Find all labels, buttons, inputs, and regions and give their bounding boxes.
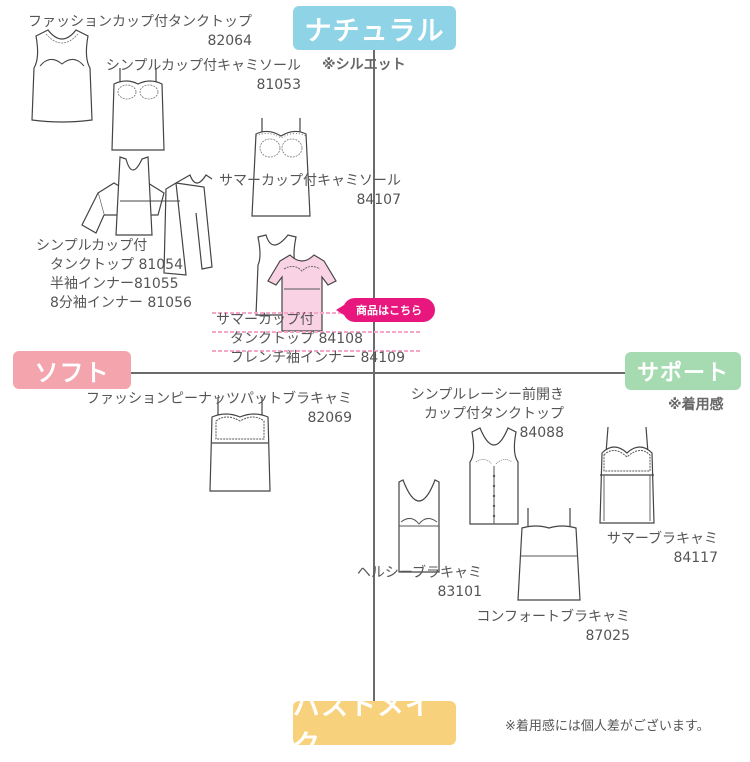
- product-line: 8分袖インナー 81056: [50, 295, 192, 311]
- product-code: 83101: [437, 584, 482, 600]
- garment-87025-image: [516, 506, 582, 602]
- product-line: フレンチ袖インナー 84109: [230, 350, 405, 366]
- product-name: ヘルシーブラキャミ: [356, 565, 482, 581]
- axis-note-fit: ※着用感: [668, 397, 724, 413]
- axis-label-natural: ナチュラル: [293, 6, 456, 50]
- product-code: 84117: [673, 550, 718, 566]
- vertical-axis: [373, 36, 375, 716]
- product-label-84107[interactable]: サマーカップ付キャミソール 84107: [219, 172, 401, 210]
- garment-82064-image: [30, 28, 94, 124]
- product-line: タンクトップ 84108: [230, 331, 363, 347]
- products-here-button[interactable]: 商品はこちら: [336, 298, 435, 322]
- product-name: シンプルカップ付: [36, 238, 148, 254]
- product-line: タンクトップ 81054: [50, 257, 183, 273]
- footnote: ※着用感には個人差がございます。: [505, 719, 710, 734]
- product-code: 82069: [307, 410, 352, 426]
- axis-note-silhouette: ※シルエット: [322, 57, 406, 73]
- product-name: ファッションピーナッツパットブラキャミ: [86, 391, 352, 407]
- product-name-2: カップ付タンクトップ: [424, 406, 564, 422]
- axis-label-support: サポート: [625, 352, 741, 390]
- product-name: サマーブラキャミ: [606, 531, 718, 547]
- product-code: 84107: [356, 192, 401, 208]
- product-name: サマーカップ付: [216, 312, 314, 328]
- product-name: コンフォートブラキャミ: [476, 609, 630, 625]
- product-code: 82064: [207, 33, 252, 49]
- axis-label-bust-make: バストメイク: [293, 691, 456, 761]
- product-label-83101[interactable]: ヘルシーブラキャミ 83101: [357, 564, 482, 602]
- garment-82069-image: [208, 395, 272, 493]
- product-name: サマーカップ付キャミソール: [219, 173, 401, 189]
- axis-label-soft: ソフト: [13, 351, 131, 389]
- garment-84107-image: [250, 116, 312, 218]
- product-highlight-underline: [212, 312, 420, 368]
- garment-84117-image: [598, 425, 656, 525]
- garment-83101-image: [395, 478, 443, 574]
- product-label-82069[interactable]: ファッションピーナッツパットブラキャミ 82069: [86, 390, 352, 428]
- product-code: 87025: [585, 628, 630, 644]
- product-code: 84088: [519, 425, 564, 441]
- product-label-84088[interactable]: シンプルレーシー前開き カップ付タンクトップ 84088: [411, 386, 564, 443]
- horizontal-axis: [120, 372, 635, 374]
- product-name: ファッションカップ付タンクトップ: [28, 14, 252, 30]
- product-line: 半袖インナー81055: [50, 276, 179, 292]
- product-label-87025[interactable]: コンフォートブラキャミ 87025: [476, 608, 630, 646]
- product-label-81054[interactable]: シンプルカップ付 タンクトップ 81054 半袖インナー81055 8分袖インナ…: [36, 237, 192, 313]
- garment-81053-image: [108, 66, 168, 152]
- product-label-81053[interactable]: シンプルカップ付キャミソール 81053: [106, 57, 301, 95]
- garment-84088-image: [468, 426, 520, 526]
- product-label-82064[interactable]: ファッションカップ付タンクトップ 82064: [28, 13, 252, 51]
- product-name: シンプルカップ付キャミソール: [105, 58, 301, 74]
- garment-81054-image: [80, 155, 212, 275]
- product-name: シンプルレーシー前開き: [410, 387, 564, 403]
- product-code: 81053: [256, 77, 301, 93]
- product-label-84108[interactable]: サマーカップ付 タンクトップ 84108 フレンチ袖インナー 84109: [216, 311, 405, 368]
- product-label-84117[interactable]: サマーブラキャミ 84117: [607, 530, 718, 568]
